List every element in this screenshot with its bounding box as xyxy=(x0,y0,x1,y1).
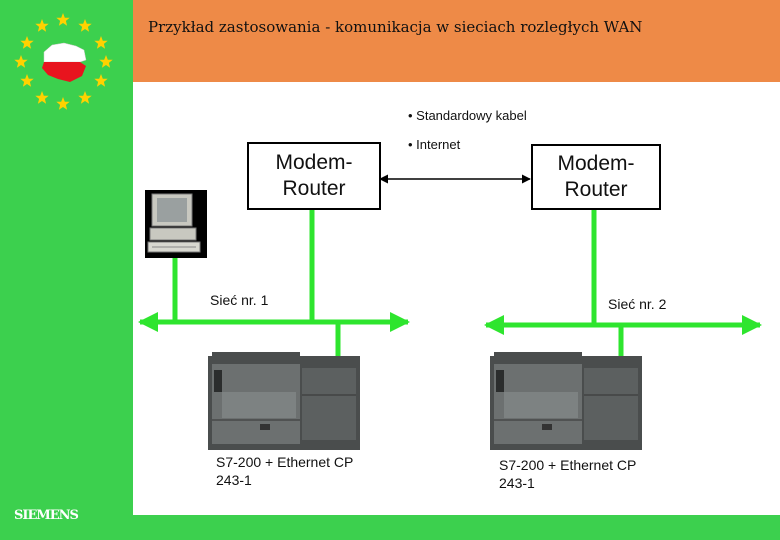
modem-router-1: Modem- Router xyxy=(247,142,381,210)
poland-map-icon xyxy=(42,42,87,82)
bullet-standard-cable: • Standardowy kabel xyxy=(408,108,527,123)
bullet-internet: • Internet xyxy=(408,137,461,152)
plc-1-label-line1: S7-200 + Ethernet CP xyxy=(216,454,354,470)
plc-2-label-line2: 243-1 xyxy=(499,475,535,491)
plc-device-2 xyxy=(490,352,642,450)
siemens-logo: SIEMENS xyxy=(14,508,79,523)
plc-1-label-line2: 243-1 xyxy=(216,472,252,488)
page-title: Przykład zastosowania - komunikacja w si… xyxy=(148,18,643,36)
network-1-label: Sieć nr. 1 xyxy=(210,292,269,308)
modem-router-2: Modem- Router xyxy=(531,144,661,210)
network-2-label: Sieć nr. 2 xyxy=(608,296,667,312)
computer-icon xyxy=(145,190,207,258)
router-2-line2: Router xyxy=(564,178,628,201)
router-1-line1: Modem- xyxy=(275,151,353,174)
sidebar xyxy=(0,0,133,540)
header-bar xyxy=(133,0,780,82)
divider xyxy=(133,512,780,515)
plc-device-1 xyxy=(208,352,360,450)
router-2-line1: Modem- xyxy=(557,152,635,175)
router-1-line2: Router xyxy=(282,177,346,200)
bottom-strip xyxy=(133,515,780,540)
plc-2-label-line1: S7-200 + Ethernet CP xyxy=(499,457,637,473)
eu-poland-logo xyxy=(14,13,113,110)
